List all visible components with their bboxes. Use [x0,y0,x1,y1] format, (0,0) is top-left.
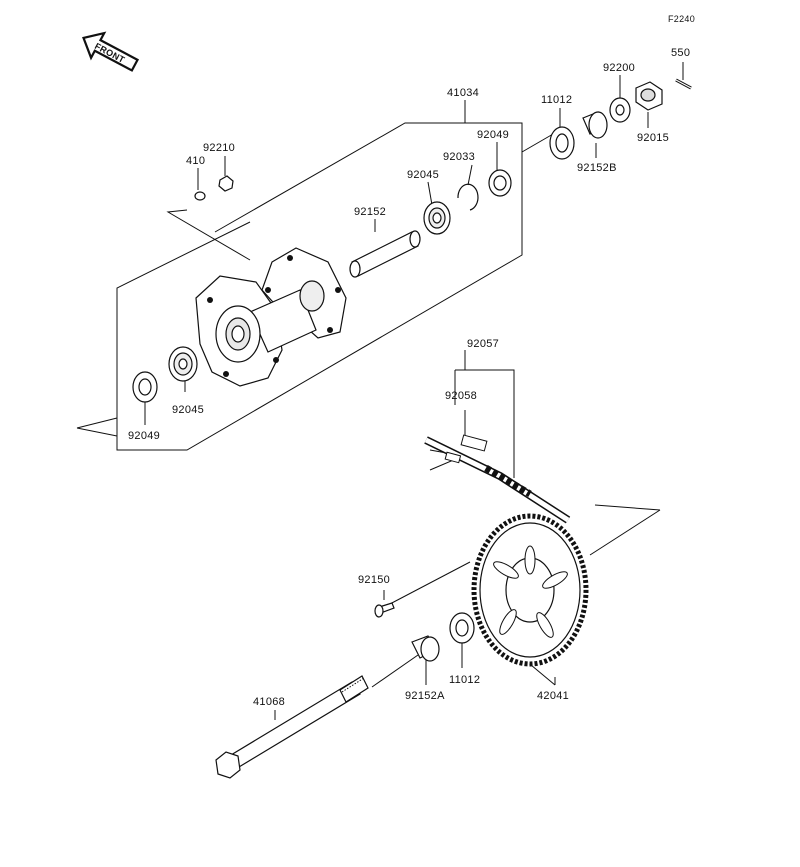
circlip-92033 [457,183,479,211]
callout-550: 550 [671,47,690,59]
nut-92210 [218,175,234,192]
callout-11012-bottom: 11012 [449,674,480,686]
callout-92152: 92152 [354,206,386,218]
figure-code: F2240 [668,14,695,24]
callout-92210: 92210 [203,142,235,154]
washer-92200 [609,97,631,123]
callout-92033: 92033 [443,151,475,163]
drive-chain [424,436,571,524]
cotter-pin [675,78,692,90]
castle-nut [635,81,663,111]
callout-92150: 92150 [358,574,390,586]
rear-axle [215,675,369,779]
callout-92152a: 92152A [405,690,445,702]
callout-92058: 92058 [445,390,477,402]
front-arrow-icon: FRONT [82,31,140,72]
oil-seal-top [549,126,575,160]
oil-seal-bottom [449,612,475,644]
hub-assembly-bracket [76,100,523,451]
callout-92049-bottom: 92049 [128,430,160,442]
callout-92152b: 92152B [577,162,617,174]
callout-42041: 42041 [537,690,569,702]
bearing-92045-top [423,201,451,235]
rear-sprocket [471,513,589,667]
collar-tube-92152 [349,230,421,278]
seal-92049-top [488,169,512,197]
collar-92152b [582,111,608,139]
collar-92152a [411,635,440,662]
leader-lines [144,62,684,720]
sprocket-bolt [374,602,395,618]
callout-92200: 92200 [603,62,635,74]
rear-hub [195,247,347,387]
callout-11012-top: 11012 [541,94,572,106]
callout-41034: 41034 [447,87,479,99]
callout-410: 410 [186,155,205,167]
callout-labels: 41034 11012 92200 550 92015 92152B 92049… [128,47,690,708]
bearing-92045-bottom [168,346,198,382]
callout-92015: 92015 [637,132,669,144]
callout-92049-top: 92049 [477,129,509,141]
callout-41068: 41068 [253,696,285,708]
seal-92049-bottom [132,371,158,403]
chain-joint-link [444,434,488,464]
spoke-nipple-410 [194,191,206,201]
callout-92045-bottom: 92045 [172,404,204,416]
callout-92057: 92057 [467,338,499,350]
callout-92045-top: 92045 [407,169,439,181]
